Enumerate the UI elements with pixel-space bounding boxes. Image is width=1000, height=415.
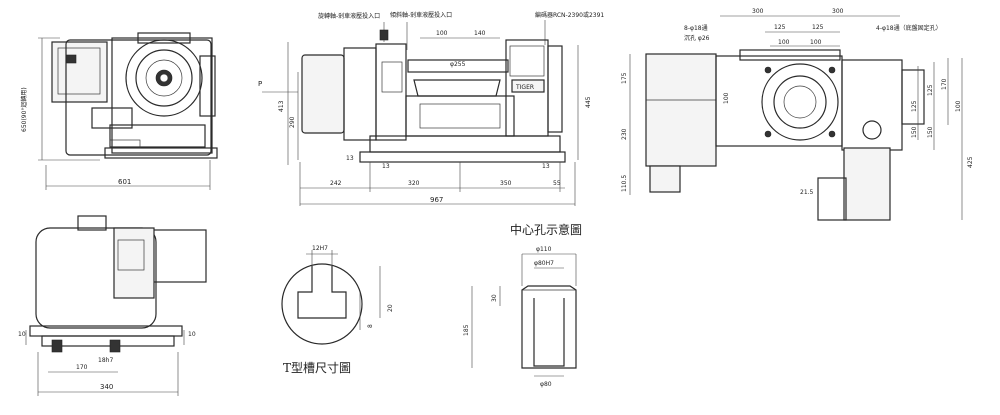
side-view-left: 650(90°迴轉用) 601 xyxy=(20,32,218,190)
dim-tslot-20: 20 xyxy=(387,304,394,312)
dim-h-425: 425 xyxy=(967,156,974,168)
dim-width-601: 601 xyxy=(118,178,131,186)
dim-h185: 185 xyxy=(463,324,470,336)
dim-top-125a: 125 xyxy=(774,24,786,31)
label-tilt-brake-port: 傾斜軸-剎車液壓投入口 xyxy=(390,11,452,19)
plan-view-right: 8-φ18通 沉孔 φ26 4-φ18通（底盤固定孔） 300 300 125 … xyxy=(621,8,974,221)
dim-top-140: 140 xyxy=(474,30,486,37)
dim-total-967: 967 xyxy=(430,196,443,204)
dim-350: 350 xyxy=(500,180,512,187)
dim-h-170: 170 xyxy=(941,78,948,90)
dim-h-150a: 150 xyxy=(911,126,918,138)
p-marker: P xyxy=(258,80,262,88)
dim-h-125b: 125 xyxy=(927,84,934,96)
dim-top-125b: 125 xyxy=(812,24,824,31)
dim-h-230: 230 xyxy=(621,128,628,140)
label-encoder: 編碼器RCN-2390或2391 xyxy=(535,11,604,19)
dim-top-100b: 100 xyxy=(810,39,822,46)
dim-340: 340 xyxy=(100,383,113,391)
dim-phi110: φ110 xyxy=(536,246,552,253)
dim-55: 55 xyxy=(553,180,561,187)
dim-320: 320 xyxy=(408,180,420,187)
dim-tslot-8: 8 xyxy=(367,324,374,328)
dim-top-100a: 100 xyxy=(778,39,790,46)
dim-13-b: 13 xyxy=(346,155,354,162)
dim-h-100r: 100 xyxy=(955,100,962,112)
dim-top-100: 100 xyxy=(436,30,448,37)
dim-13-a: 13 xyxy=(382,163,390,170)
label-8-holes: 8-φ18通 xyxy=(684,24,708,32)
dim-h-290: 290 xyxy=(289,116,296,128)
tslot-title: T型槽尺寸圖 xyxy=(283,361,351,375)
dim-side-10b: 10 xyxy=(188,331,196,338)
dim-h30: 30 xyxy=(491,294,498,302)
label-counterbore: 沉孔 φ26 xyxy=(684,34,710,42)
dim-phi255: φ255 xyxy=(450,61,466,68)
label-rotation-brake-port: 旋轉軸-剎車液壓投入口 xyxy=(318,12,380,20)
label-4-holes: 4-φ18通（底盤固定孔） xyxy=(876,24,942,32)
dim-height-650: 650(90°迴轉用) xyxy=(20,87,28,132)
front-view: 旋轉軸-剎車液壓投入口 傾斜軸-剎車液壓投入口 編碼器RCN-2390或2391… xyxy=(258,11,604,206)
dim-side-10a: 10 xyxy=(18,331,26,338)
rear-view-bottom-left: 10 10 170 18h7 340 xyxy=(18,215,207,396)
dim-phi80h7: φ80H7 xyxy=(534,260,554,267)
dim-12h7: 12H7 xyxy=(312,245,328,252)
center-hole-title: 中心孔示意圖 xyxy=(510,222,582,237)
dim-h-175: 175 xyxy=(621,72,628,84)
brand-plate: TIGER xyxy=(515,84,534,91)
dim-13-c: 13 xyxy=(542,163,550,170)
dim-h-125a: 125 xyxy=(911,100,918,112)
tslot-detail: 12H7 8 20 T型槽尺寸圖 xyxy=(281,245,394,375)
dim-h-445: 445 xyxy=(585,96,592,108)
dim-top-300a: 300 xyxy=(752,8,764,15)
dim-h-100: 100 xyxy=(723,92,730,104)
dim-h-150b: 150 xyxy=(927,126,934,138)
dim-21-5: 21.5 xyxy=(800,189,814,196)
dim-h-110-5: 110.5 xyxy=(621,175,628,192)
dim-top-300b: 300 xyxy=(832,8,844,15)
center-hole-detail: 中心孔示意圖 φ110 φ80H7 φ80 30 185 xyxy=(463,222,582,388)
dim-phi80: φ80 xyxy=(540,381,552,388)
dim-h-413: 413 xyxy=(278,100,285,112)
dim-170: 170 xyxy=(76,364,88,371)
dim-slot-18h7: 18h7 xyxy=(98,357,113,364)
dim-242: 242 xyxy=(330,180,342,187)
